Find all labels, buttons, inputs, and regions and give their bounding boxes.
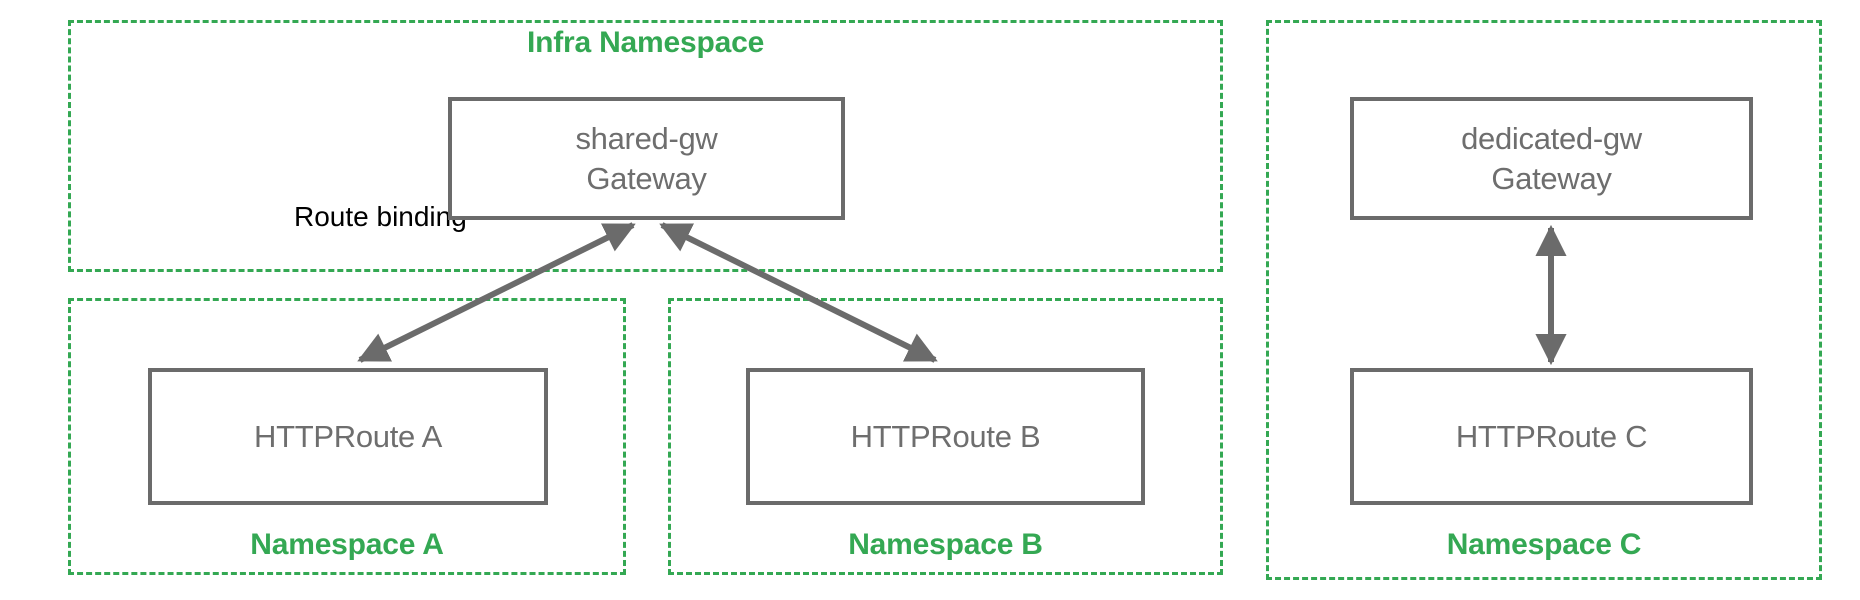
- node-dedicated-gw-gateway[interactable]: dedicated-gw Gateway: [1350, 97, 1753, 220]
- namespace-c-label: Namespace C: [1446, 528, 1642, 561]
- node-httproute-b[interactable]: HTTPRoute B: [746, 368, 1145, 505]
- node-httproute-c-label: HTTPRoute C: [1455, 418, 1648, 454]
- edge-label-route-binding: Route binding: [294, 201, 467, 232]
- node-httproute-a-label: HTTPRoute A: [254, 418, 442, 454]
- namespace-infra-label: Infra Namespace: [526, 26, 765, 59]
- node-httproute-c[interactable]: HTTPRoute C: [1350, 368, 1753, 505]
- node-shared-gw-gateway[interactable]: shared-gw Gateway: [448, 97, 845, 220]
- namespace-c-box: [1266, 20, 1822, 580]
- node-httproute-b-label: HTTPRoute B: [850, 418, 1041, 454]
- namespace-b-box: [668, 298, 1223, 575]
- node-httproute-a[interactable]: HTTPRoute A: [148, 368, 548, 505]
- node-shared-gw-gateway-label: shared-gw Gateway: [575, 120, 718, 196]
- namespace-infra-box: [68, 20, 1223, 272]
- namespace-a-label: Namespace A: [250, 528, 444, 561]
- namespace-b-label: Namespace B: [848, 528, 1043, 561]
- namespace-a-box: [68, 298, 626, 575]
- node-dedicated-gw-gateway-label: dedicated-gw Gateway: [1461, 120, 1642, 196]
